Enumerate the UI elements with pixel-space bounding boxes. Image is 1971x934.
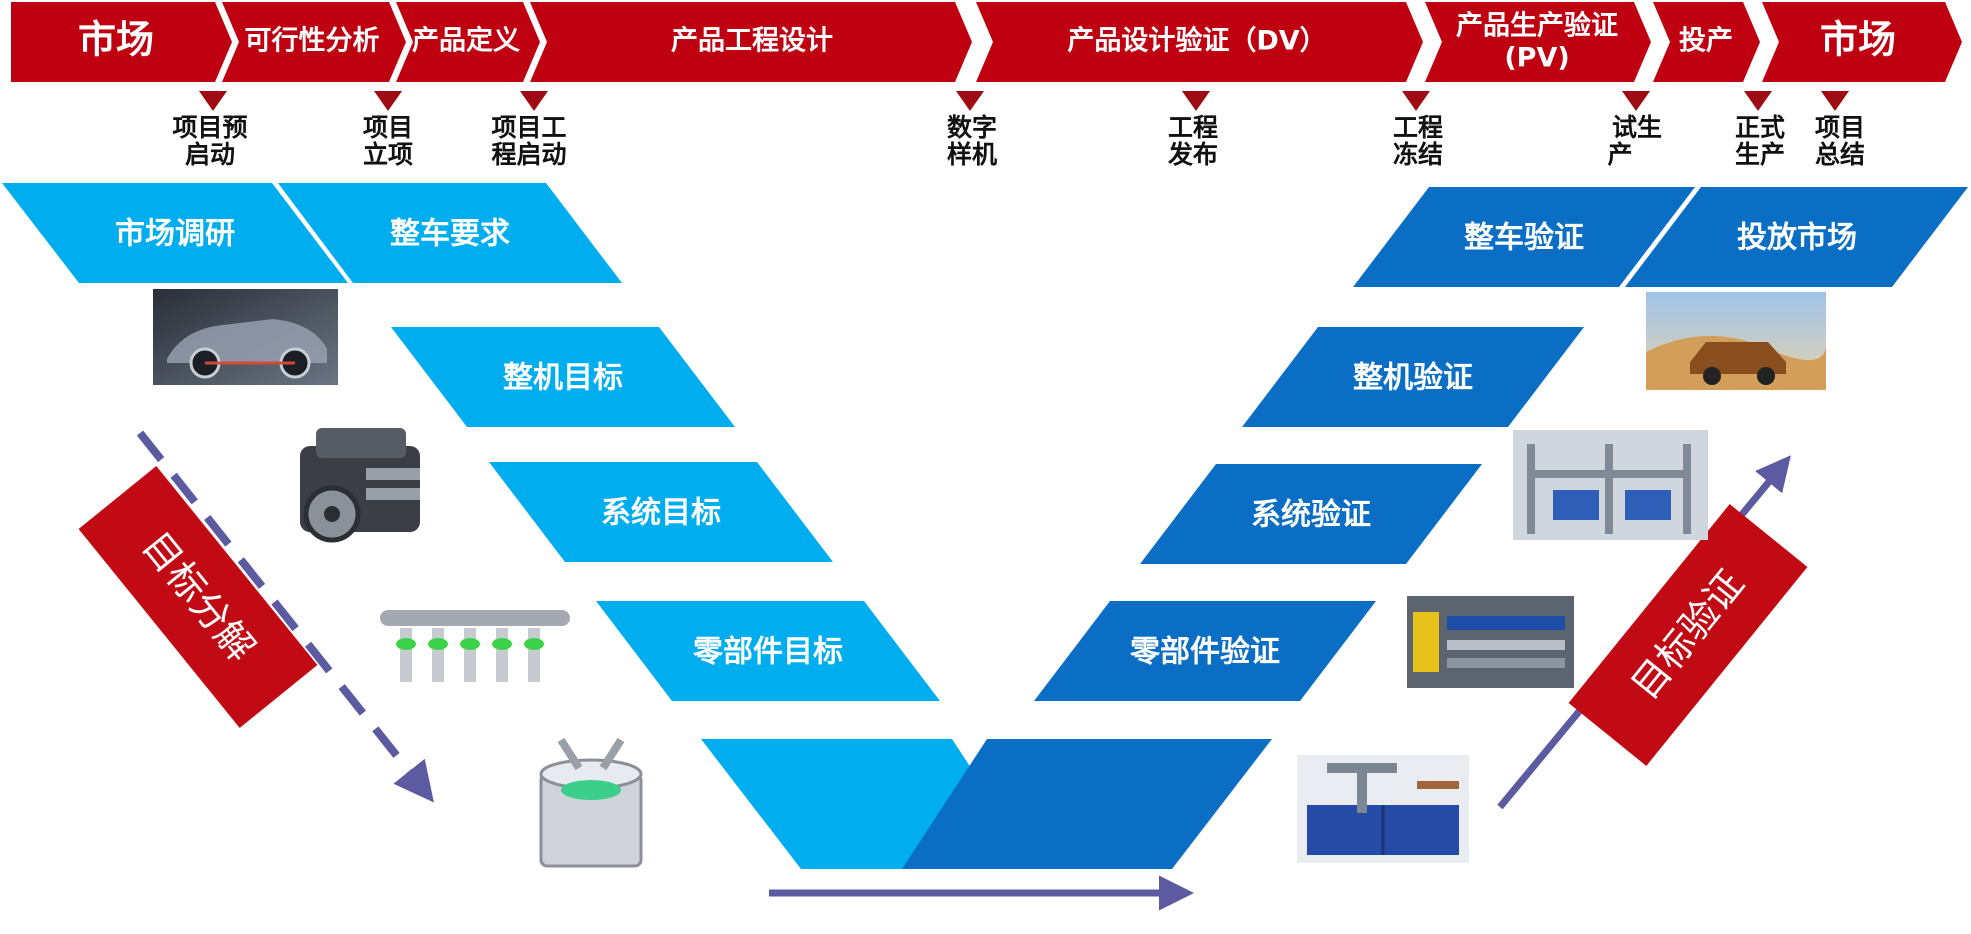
milestone-label-line2: 生产 — [1735, 140, 1785, 169]
milestone-digital-prototype: 数字 样机 — [947, 91, 997, 169]
test-rig-image — [1513, 430, 1708, 540]
step-label-system-level-verification: 整机验证 — [1353, 361, 1473, 396]
step-label-subsystem-verification: 系统验证 — [1251, 498, 1371, 533]
step-label-vehicle-verification: 整车验证 — [1464, 221, 1584, 256]
phase-label-market-end: 市场 — [1820, 18, 1896, 62]
step-component-verification — [1034, 601, 1376, 701]
step-label-market-launch: 投放市场 — [1737, 221, 1857, 256]
phase-chevron-dv — [976, 2, 1423, 82]
phase-label-production: 投产 — [1679, 26, 1733, 57]
phase-chevron-pv — [1425, 2, 1651, 82]
milestone-label-line2: 样机 — [947, 140, 997, 169]
step-vehicle-requirements — [278, 183, 622, 283]
milestone-label-line2: 发布 — [1167, 140, 1218, 169]
milestone-label-line1: 项目预 — [172, 113, 247, 142]
phase-label-dv: 产品设计验证（DV） — [1067, 25, 1326, 57]
milestone-marker-icon — [199, 91, 227, 111]
milestone-marker-icon — [1821, 91, 1849, 111]
milestone-label-line1: 项目工 — [491, 113, 566, 142]
step-vehicle-verification — [1353, 187, 1695, 287]
step-component-target — [596, 601, 940, 701]
phase-chevron-production — [1653, 2, 1760, 82]
phase-label-engineering: 产品工程设计 — [671, 26, 833, 57]
step-label-market-research: 市场调研 — [115, 217, 235, 252]
v-bottom-right-block — [902, 739, 1272, 869]
milestone-label-line2: 产 — [1607, 140, 1632, 169]
phase-label-feasibility: 可行性分析 — [245, 25, 380, 57]
step-system-level-verification — [1242, 327, 1584, 427]
v-bottom — [701, 739, 1272, 869]
milestone-formal-production: 正式 生产 — [1735, 91, 1785, 169]
side-label-verify-box — [1568, 504, 1808, 766]
engine-image — [300, 428, 420, 543]
milestone-trial-production: 试生 产 — [1607, 91, 1662, 169]
left-steps: 市场调研 整车要求 整机目标 系统目标 零部件目标 — [2, 183, 940, 701]
step-label-component-target: 零部件目标 — [693, 635, 843, 670]
milestone-label-line1: 正式 — [1735, 113, 1785, 142]
phase-chevron-engineering — [530, 2, 972, 82]
phase-chevron-feasibility — [222, 2, 406, 82]
car-chassis-image — [153, 289, 338, 385]
milestone-marker-icon — [956, 91, 984, 111]
milestone-marker-icon — [1402, 91, 1430, 111]
step-label-component-verification: 零部件验证 — [1130, 635, 1280, 670]
milestone-label-line1: 试生 — [1612, 113, 1662, 142]
milestone-engineering-release: 工程 发布 — [1167, 91, 1218, 169]
milestone-marker-icon — [1182, 91, 1210, 111]
milestone-label-line2: 立项 — [363, 140, 413, 169]
step-subsystem-target — [489, 462, 833, 562]
step-market-research — [2, 183, 348, 283]
milestone-marker-icon — [1622, 91, 1650, 111]
side-label-decompose-group: 目标分解 — [78, 466, 318, 728]
phase-chevron-market-end — [1762, 2, 1962, 82]
milestone-label-line1: 项目 — [363, 113, 413, 142]
milestone-project-approval: 项目 立项 — [363, 91, 413, 169]
milestone-project-summary: 项目 总结 — [1815, 91, 1865, 169]
phase-label-pv-line1: 产品生产验证 — [1456, 10, 1618, 42]
step-label-system-level-target: 整机目标 — [503, 361, 623, 396]
step-market-launch — [1625, 187, 1968, 287]
right-steps: 整车验证 投放市场 整机验证 系统验证 零部件验证 — [1034, 187, 1968, 701]
piston-image — [539, 737, 643, 868]
milestone-label-line2: 冻结 — [1393, 140, 1443, 169]
milestone-label-line1: 工程 — [1168, 113, 1218, 142]
milestone-marker-icon — [1744, 91, 1772, 111]
phase-chevron-market-start — [11, 2, 232, 82]
step-label-subsystem-target: 系统目标 — [601, 496, 721, 531]
milestone-engineering-kickoff: 项目工 程启动 — [491, 91, 567, 169]
milestone-project-prestart: 项目预 启动 — [172, 91, 248, 169]
phase-chevron-definition — [396, 2, 540, 82]
step-label-vehicle-requirements: 整车要求 — [390, 217, 510, 252]
milestone-label-line1: 工程 — [1393, 113, 1443, 142]
milestone-marker-icon — [520, 91, 548, 111]
phase-label-market-start: 市场 — [78, 18, 154, 62]
milestone-label-line2: 程启动 — [491, 140, 566, 169]
milestone-label-line1: 项目 — [1815, 113, 1865, 142]
milestone-marker-icon — [374, 91, 402, 111]
side-label-verify-group: 目标验证 — [1568, 504, 1808, 766]
milestone-label-line1: 数字 — [947, 113, 997, 142]
phase-header: 市场 可行性分析 产品定义 产品工程设计 产品设计验证（DV） 产品生产验证 (… — [11, 2, 1962, 82]
fuel-rail-image — [380, 610, 570, 682]
phase-label-definition: 产品定义 — [412, 25, 520, 57]
milestone-label-line2: 总结 — [1815, 140, 1865, 169]
milestone-label-line2: 启动 — [185, 140, 235, 169]
decompose-arrow — [136, 430, 434, 803]
step-system-level-target — [391, 327, 735, 427]
side-label-decompose-box — [78, 466, 318, 728]
milestones: 项目预 启动 项目 立项 项目工 程启动 数字 样机 工程 发布 工程 冻结 — [172, 91, 1865, 169]
milestone-engineering-freeze: 工程 冻结 — [1393, 91, 1443, 169]
step-subsystem-verification — [1140, 464, 1482, 564]
bench-test-image — [1297, 755, 1469, 863]
phase-label-pv-line2: (PV) — [1504, 43, 1569, 74]
component-test-image — [1407, 596, 1574, 688]
suv-desert-image — [1646, 292, 1826, 390]
